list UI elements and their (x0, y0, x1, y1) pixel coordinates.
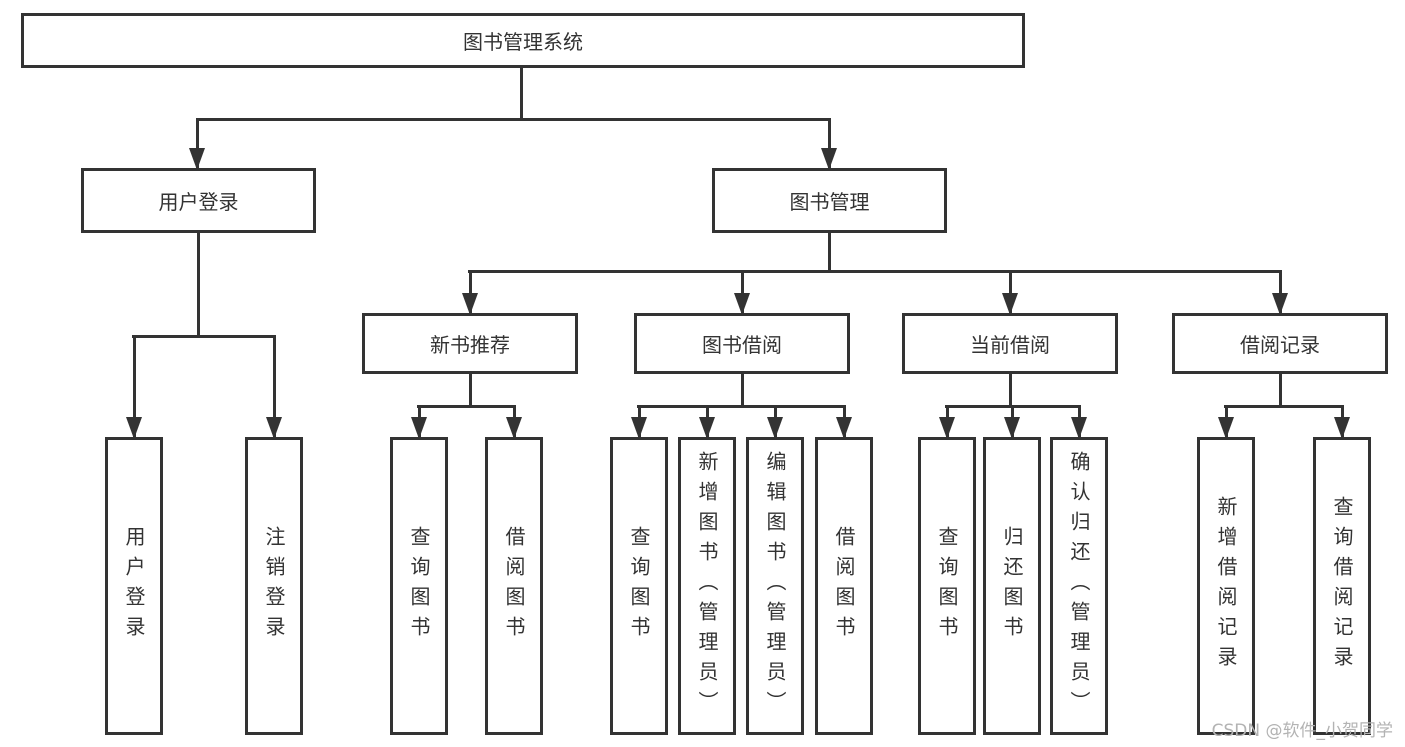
leaf-cb-return-books: 归还图书 (983, 437, 1041, 735)
leaf-cb-confirm-return-admin: 确认归还（管理员） (1050, 437, 1108, 735)
leaf-bb-add-books-admin-label: 新增图书（管理员） (695, 451, 719, 721)
connector-arrowhead (631, 417, 647, 439)
node-user-login-label: 用户登录 (158, 190, 239, 214)
connector-arrowhead (126, 417, 142, 439)
connector-line (132, 335, 276, 338)
leaf-bb-borrow-books-label: 借阅图书 (832, 526, 856, 646)
connector-line (741, 374, 744, 408)
connector-arrowhead (1334, 417, 1350, 439)
node-new-book-recommend-label: 新书推荐 (430, 333, 510, 357)
node-borrow-records: 借阅记录 (1172, 313, 1388, 374)
watermark-text: CSDN @软件_小贺同学 (1211, 721, 1393, 741)
leaf-nb-query-books-label: 查询图书 (407, 526, 431, 646)
connector-arrowhead (506, 417, 522, 439)
leaf-user-login-label: 用户登录 (122, 526, 146, 646)
connector-line (469, 270, 472, 313)
leaf-cb-query-books: 查询图书 (918, 437, 976, 735)
connector-arrowhead (734, 293, 750, 315)
connector-arrowhead (1272, 293, 1288, 315)
leaf-nb-query-books: 查询图书 (390, 437, 448, 735)
connector-line (637, 405, 846, 408)
connector-arrowhead (462, 293, 478, 315)
leaf-bb-borrow-books: 借阅图书 (815, 437, 873, 735)
leaf-logout: 注销登录 (245, 437, 303, 735)
connector-line (1279, 270, 1282, 313)
node-root: 图书管理系统 (21, 13, 1025, 68)
connector-line (417, 405, 516, 408)
connector-line (468, 270, 1281, 273)
node-book-management-label: 图书管理 (789, 190, 870, 214)
leaf-nb-borrow-books: 借阅图书 (485, 437, 543, 735)
leaf-br-add-record-label: 新增借阅记录 (1214, 496, 1238, 676)
leaf-bb-query-books-label: 查询图书 (627, 526, 651, 646)
connector-line (1279, 374, 1282, 408)
node-book-borrow: 图书借阅 (634, 313, 850, 374)
leaf-bb-add-books-admin: 新增图书（管理员） (678, 437, 736, 735)
leaf-br-query-record: 查询借阅记录 (1313, 437, 1371, 735)
leaf-cb-confirm-return-admin-label: 确认归还（管理员） (1067, 451, 1091, 721)
connector-line (1224, 405, 1344, 408)
node-borrow-records-label: 借阅记录 (1240, 333, 1320, 357)
connector-arrowhead (266, 417, 282, 439)
connector-line (196, 118, 199, 168)
connector-line (196, 118, 831, 121)
connector-line (1009, 270, 1012, 313)
connector-arrowhead (1002, 293, 1018, 315)
leaf-bb-edit-books-admin: 编辑图书（管理员） (746, 437, 804, 735)
connector-arrowhead (821, 148, 837, 170)
leaf-br-add-record: 新增借阅记录 (1197, 437, 1255, 735)
leaf-logout-label: 注销登录 (262, 526, 286, 646)
leaf-user-login: 用户登录 (105, 437, 163, 735)
leaf-nb-borrow-books-label: 借阅图书 (502, 526, 526, 646)
connector-line (273, 335, 276, 437)
node-book-borrow-label: 图书借阅 (702, 333, 782, 357)
connector-arrowhead (767, 417, 783, 439)
node-root-label: 图书管理系统 (463, 30, 583, 54)
leaf-br-query-record-label: 查询借阅记录 (1330, 496, 1354, 676)
node-user-login: 用户登录 (81, 168, 316, 233)
node-current-borrow-label: 当前借阅 (970, 333, 1050, 357)
connector-line (197, 232, 200, 338)
connector-arrowhead (189, 148, 205, 170)
connector-arrowhead (836, 417, 852, 439)
connector-arrowhead (411, 417, 427, 439)
connector-line (828, 232, 831, 273)
node-current-borrow: 当前借阅 (902, 313, 1118, 374)
connector-line (469, 374, 472, 408)
connector-arrowhead (1071, 417, 1087, 439)
connector-arrowhead (699, 417, 715, 439)
leaf-bb-query-books: 查询图书 (610, 437, 668, 735)
connector-line (520, 67, 523, 118)
connector-line (133, 335, 136, 437)
node-book-management: 图书管理 (712, 168, 947, 233)
connector-arrowhead (1004, 417, 1020, 439)
leaf-bb-edit-books-admin-label: 编辑图书（管理员） (763, 451, 787, 721)
leaf-cb-return-books-label: 归还图书 (1000, 526, 1024, 646)
node-new-book-recommend: 新书推荐 (362, 313, 578, 374)
leaf-cb-query-books-label: 查询图书 (935, 526, 959, 646)
connector-arrowhead (939, 417, 955, 439)
connector-arrowhead (1218, 417, 1234, 439)
connector-line (828, 118, 831, 168)
connector-line (741, 270, 744, 313)
connector-line (1009, 374, 1012, 408)
